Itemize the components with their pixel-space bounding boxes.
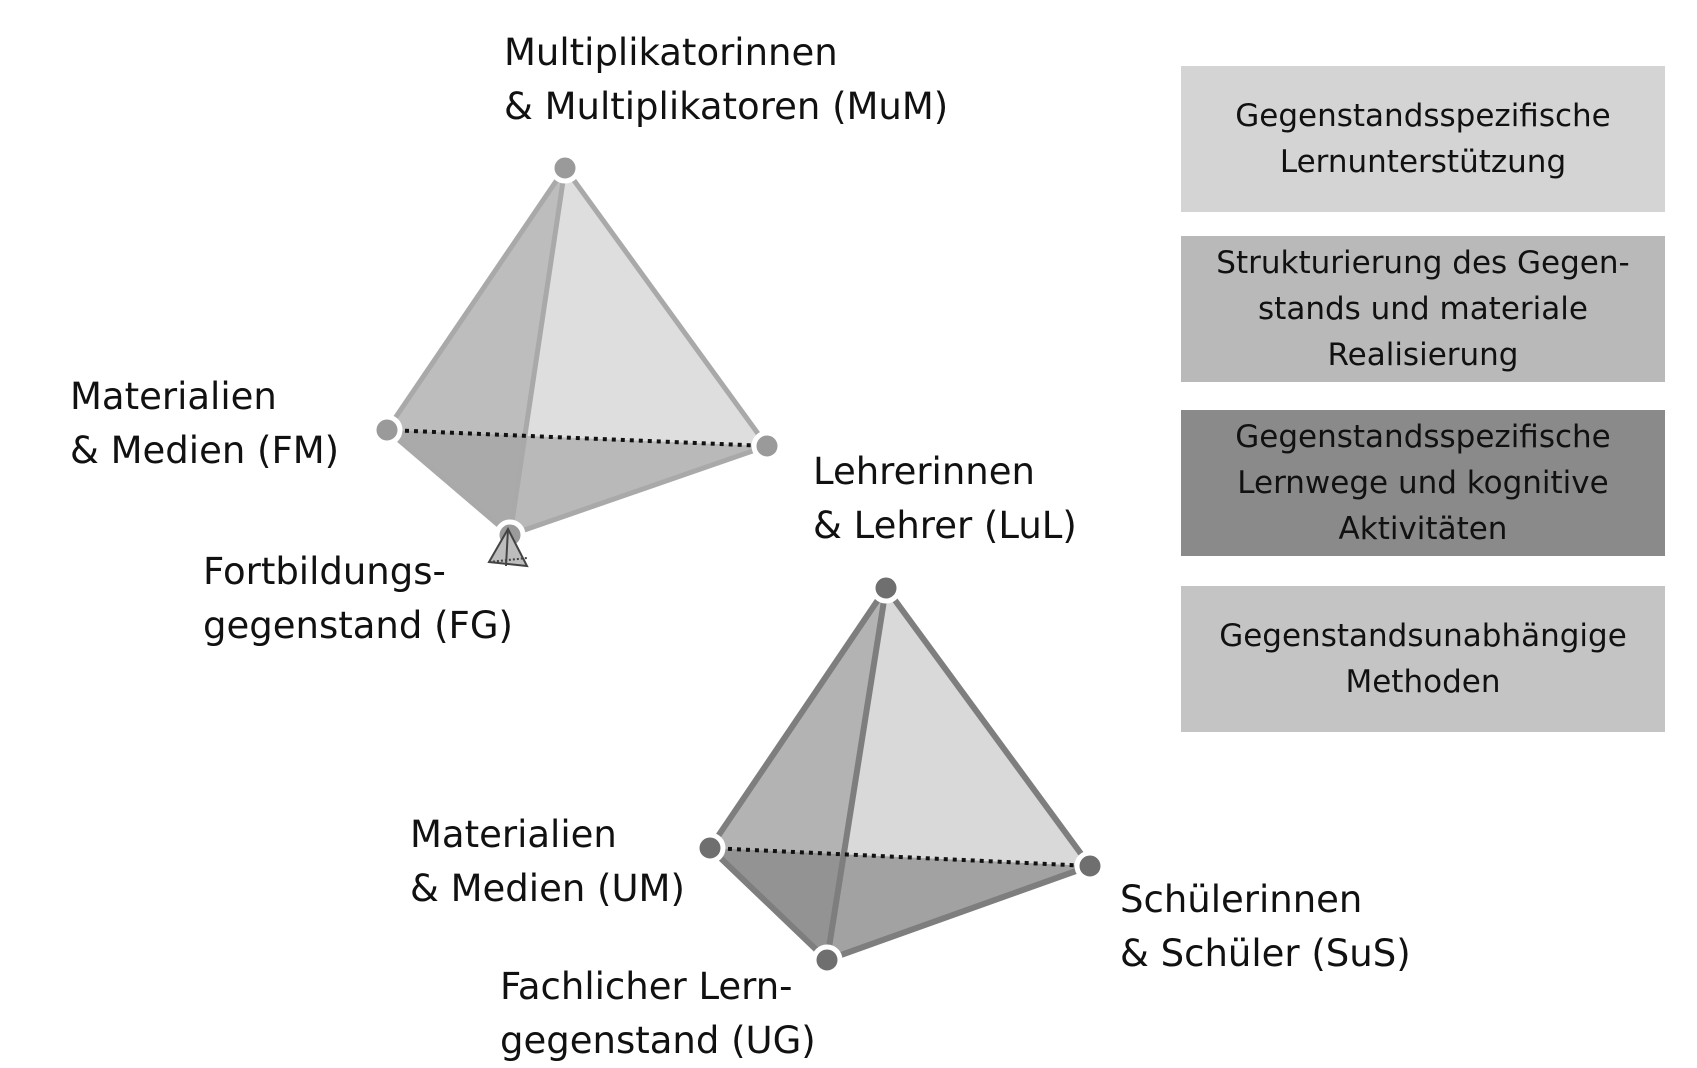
legend-item-line: Methoden xyxy=(1345,664,1501,700)
legend-item-line: Aktivitäten xyxy=(1338,511,1508,547)
vertex-lul-corner xyxy=(751,430,783,462)
label-fg: Fortbildungs- gegenstand (FG) xyxy=(203,545,513,653)
edge-left-front xyxy=(707,845,830,963)
legend-item-line: Gegenstandsspezifische xyxy=(1235,98,1611,134)
edge-right-front xyxy=(509,443,768,538)
label-fm-line2: & Medien (FM) xyxy=(70,429,340,472)
edge-top-left xyxy=(384,166,568,432)
label-mum-line1: Multiplikatorinnen xyxy=(504,31,838,74)
vertex-fm xyxy=(371,414,403,446)
edge-hidden-left-right xyxy=(709,846,1091,868)
legend-item-line: Realisierung xyxy=(1327,337,1519,373)
edge-top-left xyxy=(707,586,889,850)
vertex-um xyxy=(694,832,726,864)
edge-top-front xyxy=(824,587,889,961)
label-fm: Materialien & Medien (FM) xyxy=(70,370,339,478)
label-fg-line1: Fortbildungs- xyxy=(203,550,446,593)
label-lul-line2: & Lehrer (LuL) xyxy=(813,504,1077,547)
label-um-line2: & Medien (UM) xyxy=(410,867,685,910)
legend-item-lernunterstuetzung: Gegenstandsspezifische Lernunterstützung xyxy=(1181,66,1665,212)
legend-item-lernwege: Gegenstandsspezifische Lernwege und kogn… xyxy=(1181,410,1665,556)
edge-left-front xyxy=(385,428,512,537)
legend-item-methoden: Gegenstandsunabhängige Methoden xyxy=(1181,586,1665,732)
label-sus-line2: & Schüler (SuS) xyxy=(1120,932,1411,975)
label-ug: Fachlicher Lern- gegenstand (UG) xyxy=(500,960,816,1068)
vertex-ug xyxy=(811,944,843,976)
legend-item-line: stands und materiale xyxy=(1258,291,1588,327)
legend-item-line: Gegenstandsspezifische xyxy=(1235,419,1611,455)
vertex-lul xyxy=(870,572,902,604)
vertex-mum xyxy=(549,152,581,184)
legend-item-line: Lernunterstützung xyxy=(1279,144,1567,180)
vertex-sus xyxy=(1074,850,1106,882)
label-mum: Multiplikatorinnen & Multiplikatoren (Mu… xyxy=(504,26,948,134)
face-bottom-unterricht xyxy=(710,848,1090,960)
legend-item-line: Gegenstandsunabhängige xyxy=(1219,618,1627,654)
label-sus-line1: Schülerinnen xyxy=(1120,878,1363,921)
edge-right-front xyxy=(825,863,1092,963)
label-lul: Lehrerinnen & Lehrer (LuL) xyxy=(813,445,1077,553)
label-mum-line2: & Multiplikatoren (MuM) xyxy=(504,85,949,128)
edge-top-right xyxy=(562,166,770,448)
legend-item-line: Lernwege und kognitive xyxy=(1237,465,1609,501)
legend-item-strukturierung: Strukturierung des Gegen- stands und mat… xyxy=(1181,236,1665,382)
small-tetrahedron-icon xyxy=(487,526,529,568)
legend-item-line: Strukturierung des Gegen- xyxy=(1216,245,1630,281)
edge-top-right xyxy=(883,586,1093,868)
label-um-line1: Materialien xyxy=(410,813,617,856)
label-ug-line1: Fachlicher Lern- xyxy=(500,965,793,1008)
label-um: Materialien & Medien (UM) xyxy=(410,808,685,916)
label-sus: Schülerinnen & Schüler (SuS) xyxy=(1120,873,1411,981)
label-lul-line1: Lehrerinnen xyxy=(813,450,1035,493)
label-fm-line1: Materialien xyxy=(70,375,277,418)
label-fg-line2: gegenstand (FG) xyxy=(203,604,513,647)
label-ug-line2: gegenstand (UG) xyxy=(500,1019,816,1062)
edge-hidden-left-right xyxy=(386,428,768,448)
edge-top-front xyxy=(507,167,568,536)
